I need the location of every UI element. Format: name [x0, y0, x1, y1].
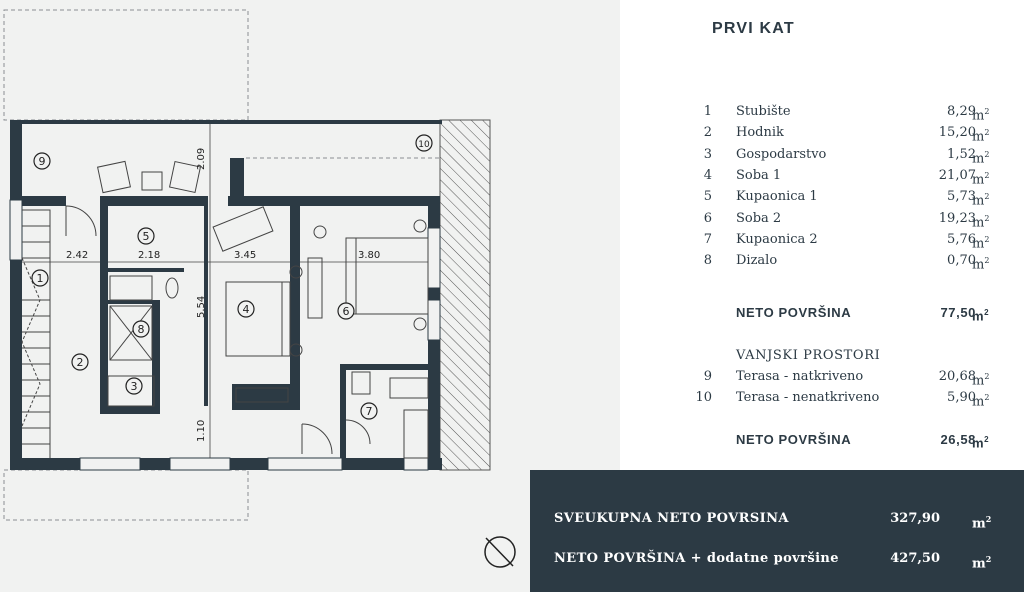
dimension-label: 5.54	[196, 296, 207, 318]
svg-text:4: 4	[243, 303, 250, 316]
row-area: 0,70	[947, 253, 976, 269]
interior-walls	[100, 196, 430, 470]
row-area: 19,23	[938, 210, 976, 226]
row-number: 8	[703, 253, 712, 269]
row-name: Terasa - nenatkriveno	[736, 390, 880, 405]
dimension-label: 3.80	[358, 250, 380, 261]
room-marker-1	[31, 269, 49, 287]
floor-plan-drawing: 2.09 2.42 2.18 3.45 3.80 5.54 1.10 1 2 3…	[3, 9, 516, 568]
row-unit: m2	[972, 107, 990, 124]
room-marker-10	[415, 134, 433, 152]
row-number: 9	[703, 369, 712, 384]
row-unit: m2	[972, 213, 990, 230]
north-compass-icon	[484, 536, 516, 568]
furniture	[97, 160, 429, 459]
svg-text:2: 2	[77, 356, 84, 369]
room-marker-7	[360, 402, 378, 420]
row-unit: m2	[972, 393, 990, 410]
row-unit: m2	[972, 372, 990, 389]
dimension-label: 2.42	[66, 250, 88, 261]
room-marker-2	[71, 353, 89, 371]
row-area: 1,52	[947, 146, 976, 162]
floor-title: PRVI KAT	[712, 20, 795, 37]
row-area: 5,76	[947, 231, 976, 247]
row-number: 7	[703, 231, 712, 247]
row-unit: m2	[972, 256, 990, 273]
doors	[65, 205, 371, 455]
row-unit: m2	[972, 170, 990, 188]
dimension-label: 1.10	[196, 420, 207, 442]
floor-plan-panel: 2.09 2.42 2.18 3.45 3.80 5.54 1.10 1 2 3…	[0, 0, 620, 592]
svg-text:1: 1	[37, 272, 44, 285]
room-marker-3	[125, 377, 143, 395]
dimension-label: 2.09	[196, 148, 207, 170]
row-name: Kupaonica 2	[736, 231, 818, 247]
summary-box: SVEUKUPNA NETO POVRSINA 327,90 m2 NETO P…	[530, 470, 1024, 592]
row-area: 5,73	[947, 189, 976, 205]
row-number: 1	[703, 104, 712, 119]
room-marker-5	[137, 227, 155, 245]
svg-text:5: 5	[143, 230, 150, 243]
row-number: 5	[703, 189, 712, 205]
svg-text:10: 10	[418, 140, 430, 150]
row-unit: m2	[972, 192, 990, 209]
neto-total-indoor: NETO POVRŠINA 77,50 m2	[736, 305, 990, 324]
row-name: Kupaonica 1	[736, 189, 818, 205]
row-number: 2	[703, 125, 712, 141]
outdoor-heading: VANJSKI PROSTORI	[736, 348, 881, 363]
pergola-outline	[3, 9, 249, 121]
svg-text:8: 8	[138, 323, 145, 336]
row-name: Dizalo	[736, 253, 778, 269]
row-area: 8,29	[947, 104, 976, 119]
room-marker-9	[33, 152, 51, 170]
svg-text:9: 9	[39, 155, 46, 168]
summary-row-total: SVEUKUPNA NETO POVRSINA 327,90 m2	[554, 511, 992, 532]
summary-row-extended: NETO POVRŠINA + dodatne površine 427,50 …	[554, 551, 992, 572]
row-number: 4	[703, 167, 712, 183]
row-name: Stubište	[736, 104, 791, 119]
row-area: 5,90	[947, 390, 976, 405]
row-number: 3	[703, 146, 712, 162]
dimension-label: 3.45	[234, 250, 256, 261]
row-area: 20,68	[938, 369, 976, 384]
svg-text:6: 6	[343, 305, 350, 318]
hatched-wall	[439, 119, 491, 471]
staircase	[21, 209, 51, 458]
room-marker-8	[132, 320, 150, 338]
row-name: Soba 1	[736, 167, 782, 183]
svg-text:3: 3	[131, 380, 138, 393]
dimension-lines	[22, 124, 428, 458]
row-unit: m2	[972, 128, 990, 145]
room-marker-6	[337, 302, 355, 320]
svg-text:7: 7	[366, 405, 373, 418]
row-unit: m2	[972, 149, 990, 166]
row-number: 6	[703, 210, 712, 226]
row-unit: m2	[972, 234, 990, 252]
row-area: 21,07	[938, 167, 976, 183]
neto-total-outdoor: NETO POVRŠINA 26,58 m2	[736, 432, 990, 451]
row-name: Soba 2	[736, 210, 782, 226]
dimension-label: 2.18	[138, 250, 160, 261]
row-name: Hodnik	[736, 125, 784, 141]
row-name: Terasa - natkriveno	[736, 369, 864, 384]
lower-terrace-outline	[3, 469, 249, 521]
room-marker-4	[237, 300, 255, 318]
row-number: 10	[695, 390, 712, 405]
row-name: Gospodarstvo	[736, 146, 827, 162]
row-area: 15,20	[938, 125, 976, 141]
